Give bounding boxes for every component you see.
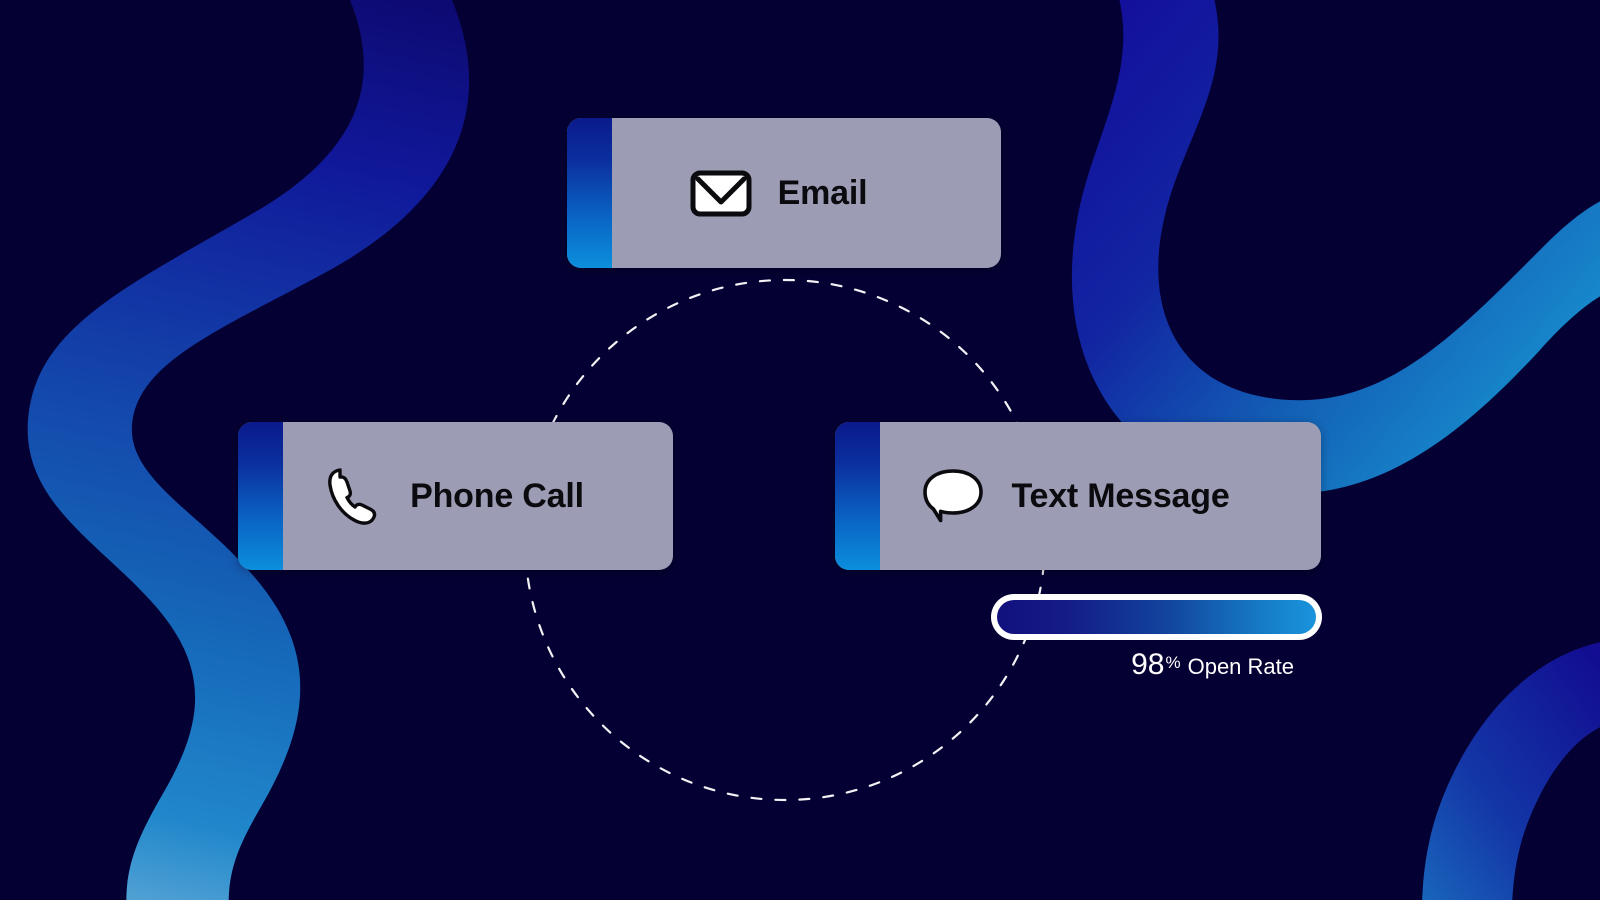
channel-label-email: Email xyxy=(777,173,868,212)
card-accent-bar-text xyxy=(835,422,880,570)
card-accent-bar-email xyxy=(567,118,612,268)
phone-handset-icon xyxy=(326,465,380,527)
channel-card-text-message[interactable]: Text Message xyxy=(835,422,1321,570)
open-rate-label: Open Rate xyxy=(1187,654,1294,679)
channel-label-text-message: Text Message xyxy=(1011,476,1230,515)
open-rate-progress-fill xyxy=(997,600,1316,634)
channel-card-email[interactable]: Email xyxy=(567,118,1001,268)
card-body-email: Email xyxy=(612,118,1001,268)
open-rate-caption: 98% Open Rate xyxy=(991,650,1322,680)
wave-right-upper xyxy=(1071,0,1600,494)
speech-bubble-icon xyxy=(921,467,985,525)
card-accent-bar-phone xyxy=(238,422,283,570)
open-rate-value: 98 xyxy=(1131,648,1165,681)
open-rate-meter: 98% Open Rate xyxy=(991,594,1322,680)
wave-right-lower xyxy=(1422,642,1600,900)
card-body-phone: Phone Call xyxy=(283,422,673,570)
envelope-icon xyxy=(690,170,752,217)
open-rate-progress-track[interactable] xyxy=(991,594,1322,640)
channel-card-phone[interactable]: Phone Call xyxy=(238,422,673,570)
channel-label-phone: Phone Call xyxy=(410,476,584,515)
card-body-text: Text Message xyxy=(880,422,1321,570)
open-rate-unit: % xyxy=(1165,652,1181,672)
